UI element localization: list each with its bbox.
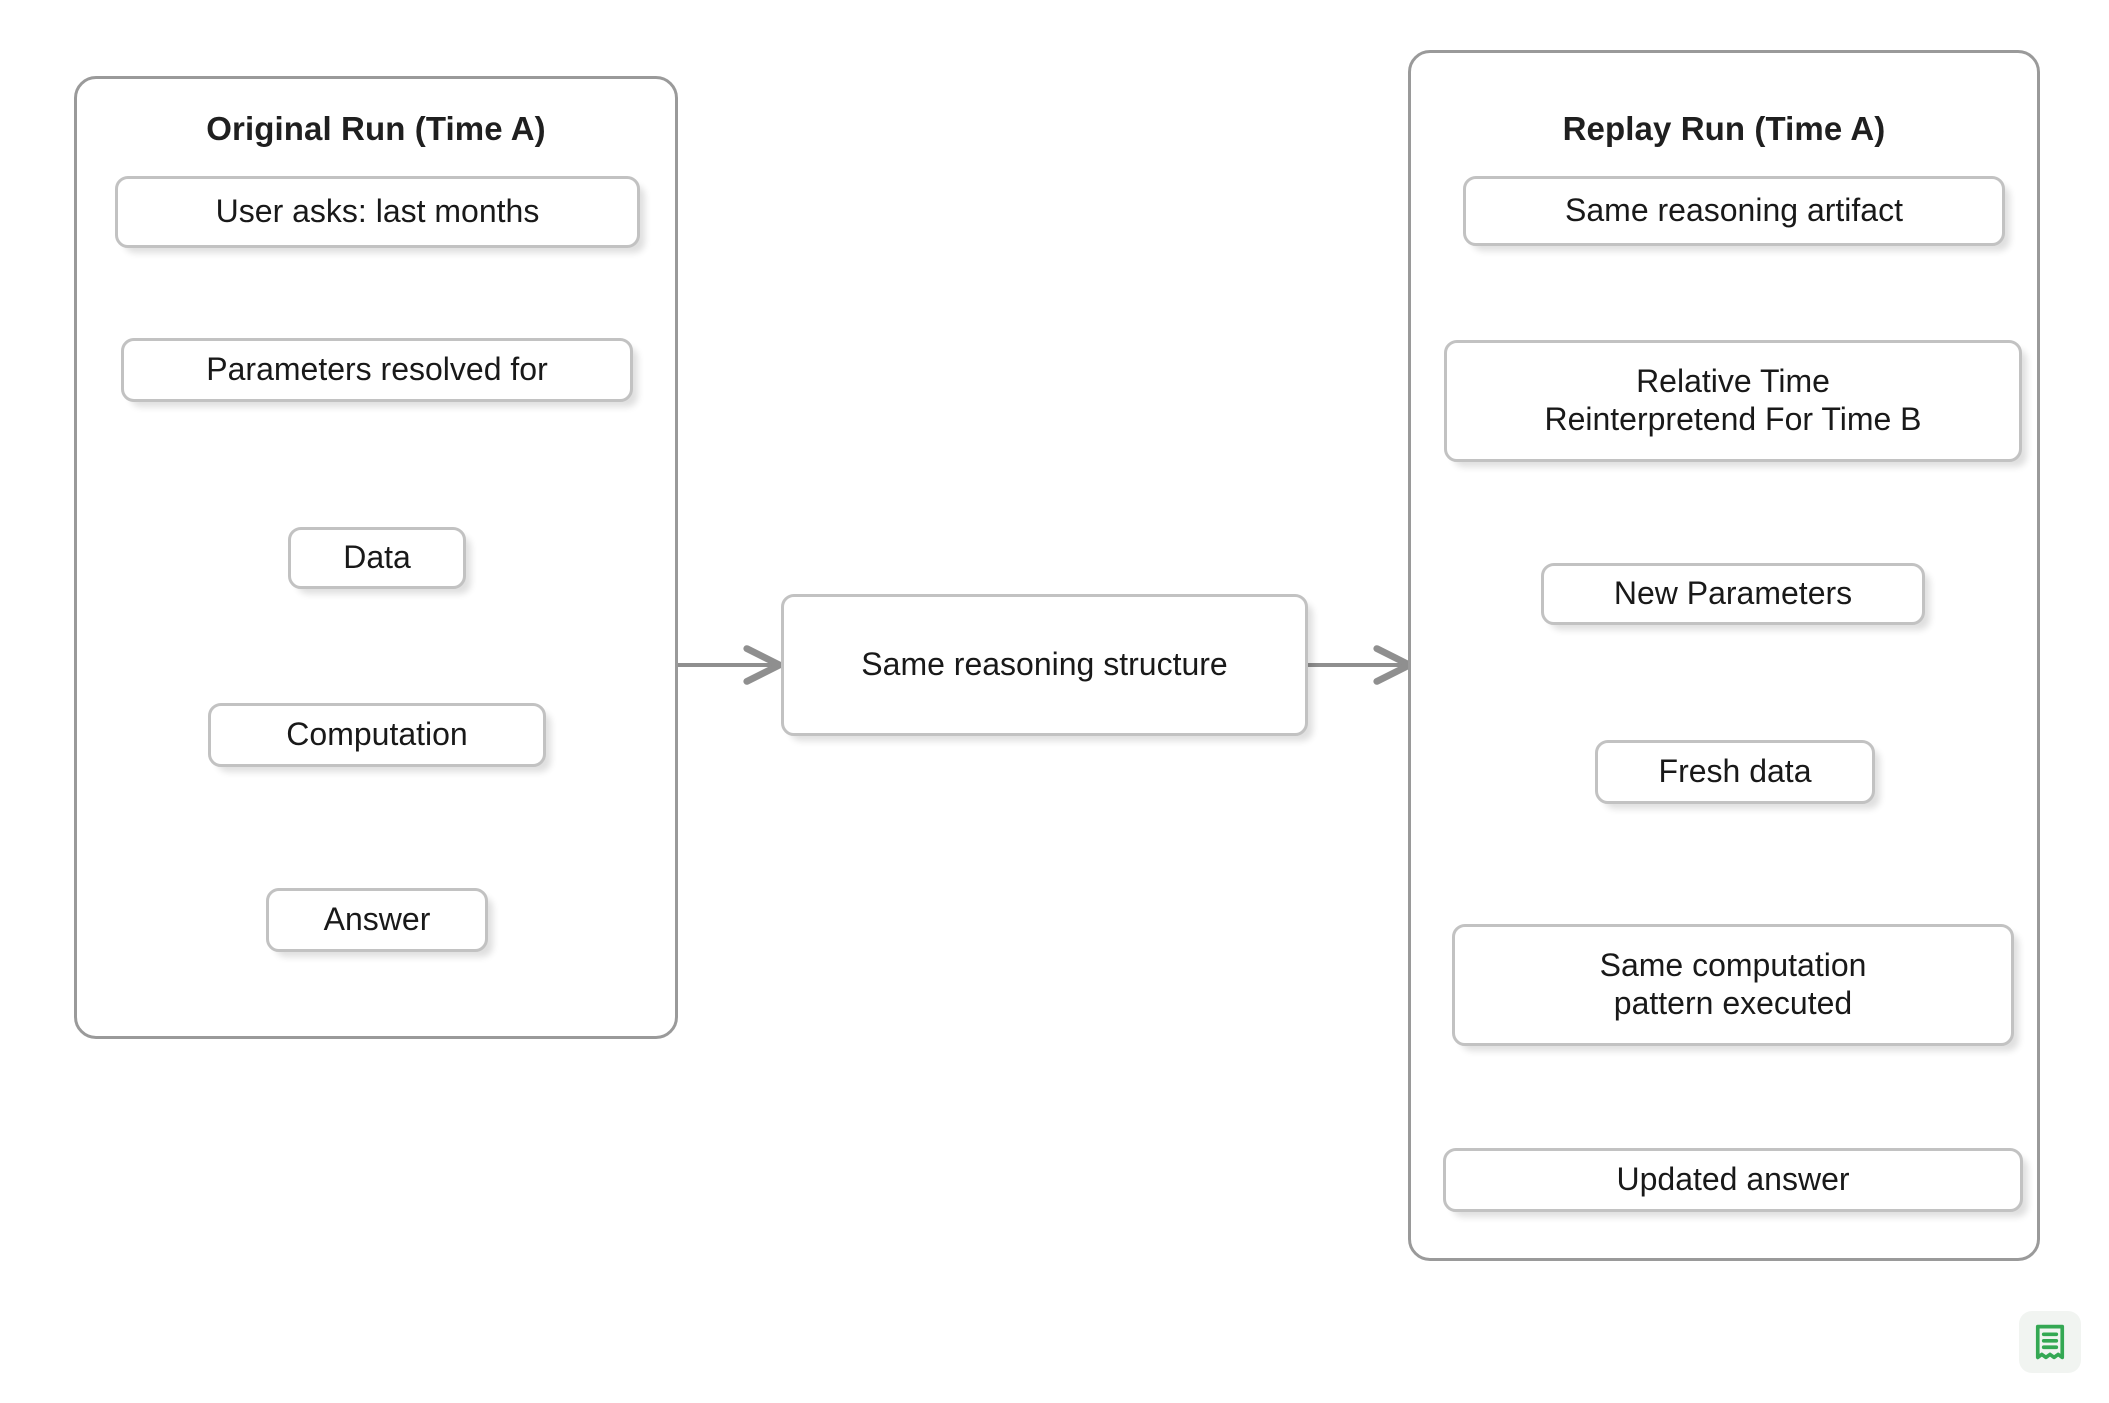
cluster-original-run-title: Original Run (Time A) [206,110,546,147]
node-user-asks[interactable]: User asks: last months [115,176,640,248]
node-same-reasoning-structure-label: Same reasoning structure [861,646,1228,683]
node-updated-answer-label: Updated answer [1616,1161,1850,1198]
node-same-computation-pattern-label: Same computation pattern executed [1599,947,1867,1021]
node-computation[interactable]: Computation [208,703,546,767]
node-fresh-data[interactable]: Fresh data [1595,740,1875,804]
node-relative-time-reinterpreted[interactable]: Relative Time Reinterpretend For Time B [1444,340,2022,462]
node-computation-label: Computation [286,716,468,753]
node-parameters-resolved-label: Parameters resolved for [206,351,548,388]
node-same-computation-pattern[interactable]: Same computation pattern executed [1452,924,2014,1046]
node-updated-answer[interactable]: Updated answer [1443,1148,2023,1212]
node-parameters-resolved[interactable]: Parameters resolved for [121,338,633,402]
node-new-parameters-label: New Parameters [1613,575,1853,612]
receipt-icon [2035,1324,2065,1360]
receipt-icon-button[interactable] [2019,1311,2081,1373]
node-user-asks-label: User asks: last months [215,193,540,230]
node-same-reasoning-artifact[interactable]: Same reasoning artifact [1463,176,2005,246]
node-fresh-data-label: Fresh data [1658,753,1812,790]
node-data[interactable]: Data [288,527,466,589]
node-same-reasoning-artifact-label: Same reasoning artifact [1565,192,1903,229]
node-answer[interactable]: Answer [266,888,488,952]
node-data-label: Data [343,539,411,576]
node-same-reasoning-structure[interactable]: Same reasoning structure [781,594,1308,736]
cluster-replay-run-title: Replay Run (Time A) [1562,110,1886,147]
node-new-parameters[interactable]: New Parameters [1541,563,1925,625]
cluster-replay-run [1408,50,2040,1261]
node-relative-time-reinterpreted-label: Relative Time Reinterpretend For Time B [1544,363,1922,437]
node-answer-label: Answer [323,901,431,938]
